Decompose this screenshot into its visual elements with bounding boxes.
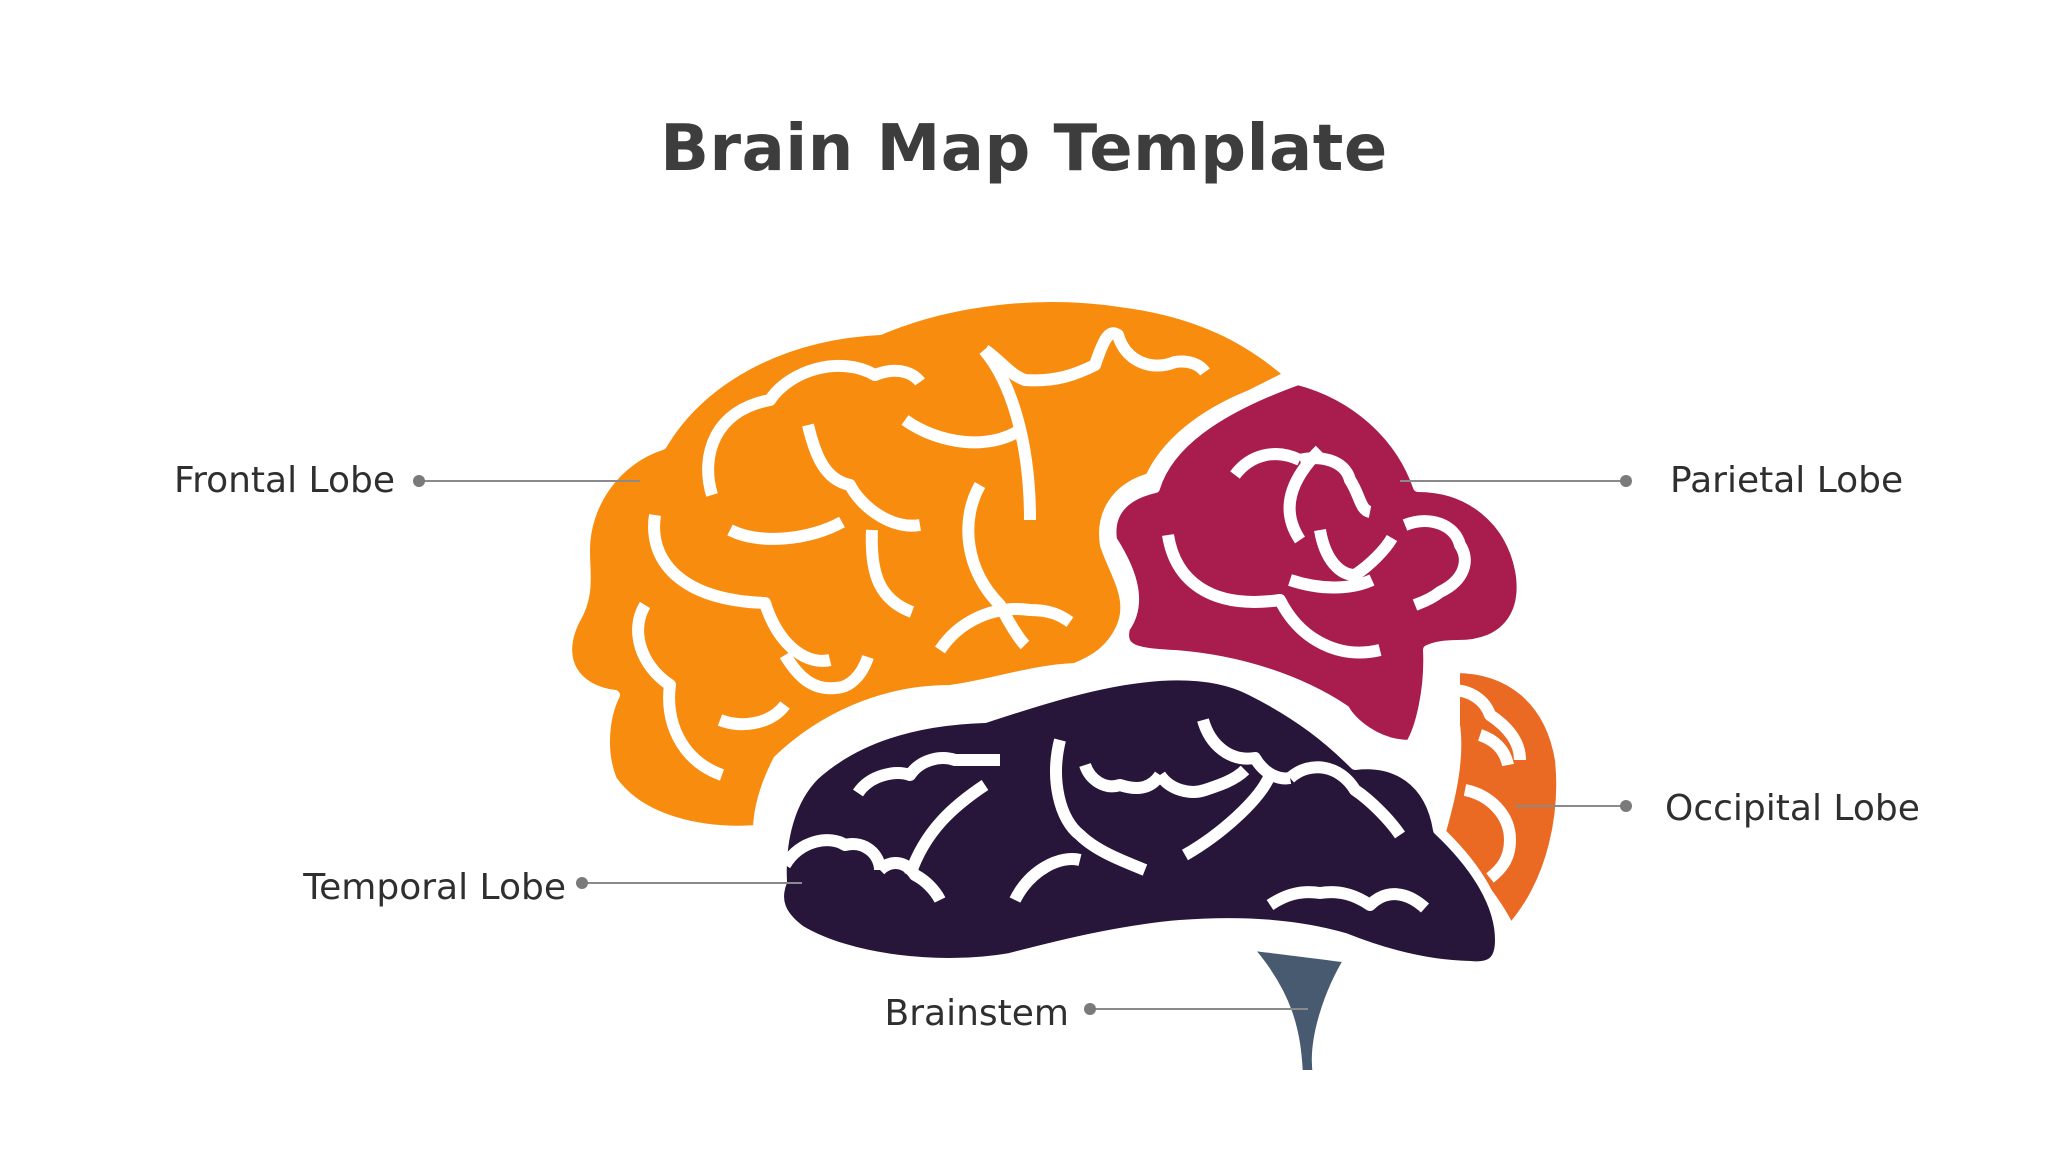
frontal-gyrus-8 bbox=[865, 529, 915, 618]
parietal-lobe-shape bbox=[1106, 375, 1527, 750]
frontal-gyrus-1 bbox=[702, 359, 925, 497]
temporal-leader-dot bbox=[576, 877, 588, 889]
occipital-gyrus-2 bbox=[1477, 729, 1514, 767]
parietal-gyrus-5 bbox=[1314, 528, 1398, 581]
parietal-gyrus-6 bbox=[1288, 574, 1375, 594]
occipital-gyrus-1 bbox=[1451, 684, 1526, 761]
frontal-gyrus-7 bbox=[717, 701, 790, 731]
occipital-leader-dot bbox=[1620, 800, 1632, 812]
occipital-lobe-label: Occipital Lobe bbox=[1665, 788, 1920, 829]
parietal-gyrus-4 bbox=[1162, 533, 1382, 659]
temporal-gyrus-7 bbox=[1079, 762, 1165, 794]
temporal-gyrus-5 bbox=[1050, 738, 1148, 876]
frontal-gyrus-6 bbox=[779, 651, 874, 695]
temporal-gyrus-12 bbox=[1266, 886, 1430, 913]
frontal-gyrus-9 bbox=[901, 415, 1024, 449]
parietal-lobe-label: Parietal Lobe bbox=[1670, 460, 1904, 501]
frontal-lobe-shape bbox=[562, 292, 1295, 836]
frontal-gyrus-5 bbox=[632, 601, 725, 781]
parietal-leader-dot bbox=[1620, 475, 1632, 487]
occipital-gyrus-3 bbox=[1463, 784, 1516, 883]
frontal-gyrus-4 bbox=[648, 514, 832, 667]
slide-title: Brain Map Template bbox=[660, 112, 1388, 186]
temporal-gyrus-11 bbox=[1285, 761, 1405, 839]
brainstem-label: Brainstem bbox=[884, 993, 1069, 1034]
temporal-gyrus-6 bbox=[1009, 853, 1082, 903]
frontal-gyrus-3 bbox=[727, 516, 845, 545]
temporal-gyrus-3 bbox=[853, 752, 1000, 797]
temporal-gyrus-9 bbox=[1197, 718, 1292, 785]
temporal-gyrus-10 bbox=[1182, 772, 1276, 861]
frontal-lobe-label: Frontal Lobe bbox=[173, 460, 395, 501]
frontal-gyrus-13 bbox=[935, 603, 1074, 654]
temporal-gyrus-8 bbox=[1155, 765, 1250, 798]
temporal-gyrus-4 bbox=[904, 780, 989, 877]
leader-lines bbox=[413, 475, 1632, 1015]
frontal-gyrus-2 bbox=[802, 423, 921, 532]
brainstem-leader-dot bbox=[1084, 1003, 1096, 1015]
parietal-gyrus-1 bbox=[1230, 448, 1303, 479]
frontal-gyrus-12 bbox=[962, 482, 1030, 650]
parietal-gyrus-7 bbox=[1402, 515, 1471, 611]
temporal-gyrus-1 bbox=[779, 834, 886, 871]
frontal-gyrus-11 bbox=[981, 327, 1210, 387]
parietal-gyrus-3 bbox=[1283, 445, 1325, 544]
frontal-leader-dot bbox=[413, 475, 425, 487]
temporal-lobe-label: Temporal Lobe bbox=[303, 867, 566, 908]
